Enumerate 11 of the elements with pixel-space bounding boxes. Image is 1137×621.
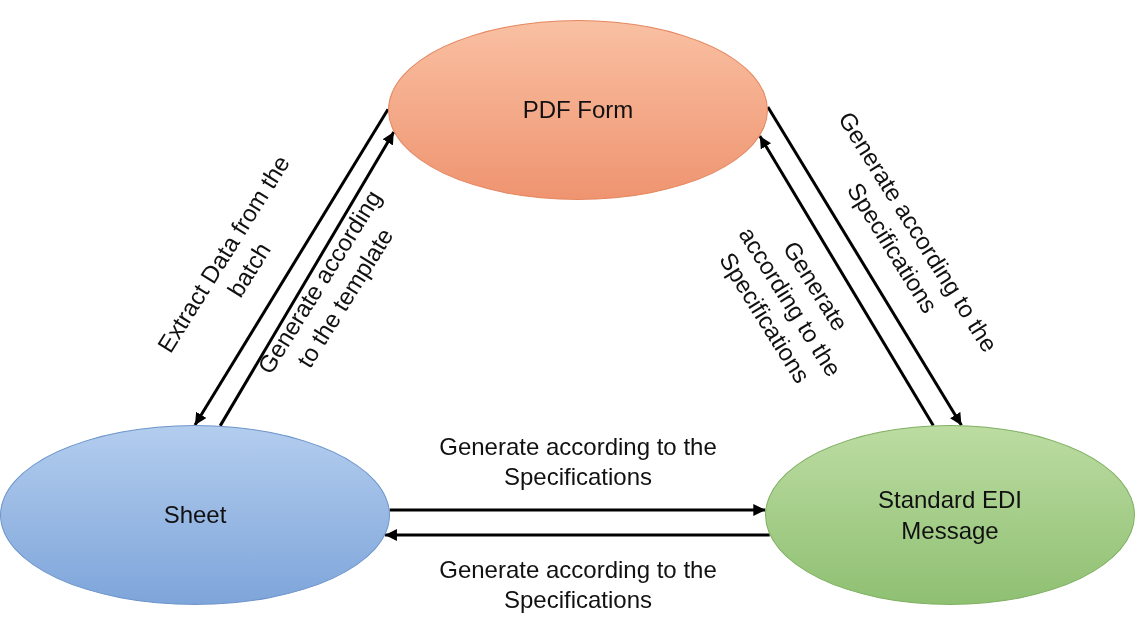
edge-label: Generate according to the Specifications [438,555,718,615]
edge-label: Generate according to the Specifications [438,432,718,492]
arrow [193,108,390,426]
arrow [389,504,766,516]
arrow [766,106,963,427]
node-label: Sheet [163,500,227,531]
node-label: Standard EDI Message [876,484,1024,546]
arrow [384,529,770,541]
arrow [758,135,935,427]
node-label: PDF Form [522,95,634,126]
arrow [218,131,396,427]
